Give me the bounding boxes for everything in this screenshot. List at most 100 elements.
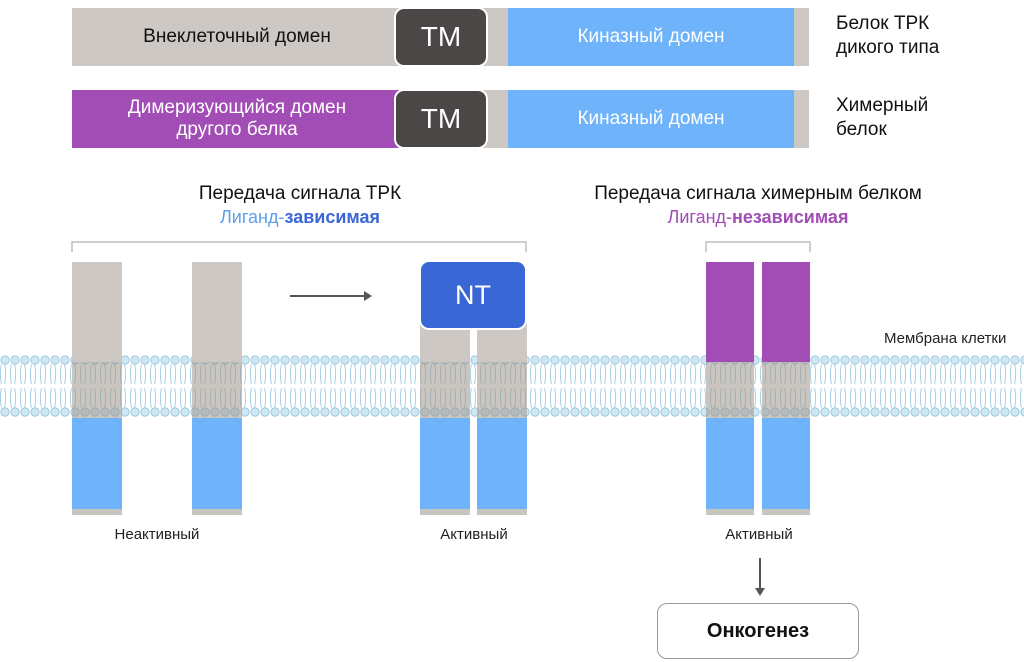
lipid-tail [994, 364, 997, 385]
lipid-tail [664, 387, 667, 408]
lipid-tail [529, 364, 532, 385]
lipid-head [870, 355, 880, 365]
lipid-tail [149, 364, 152, 385]
lipid-head [160, 407, 170, 417]
lipid-tail [529, 387, 532, 408]
lipid-tail [659, 364, 662, 385]
receptor-tail [706, 509, 754, 515]
lipid-tail [539, 387, 542, 408]
lipid-tail [344, 364, 347, 385]
wild-type-side-label-line2: дикого типа [836, 37, 940, 58]
lipid-tail [164, 387, 167, 408]
lipid-head [120, 407, 130, 417]
lipid-tail [819, 364, 822, 385]
lipid-tail [574, 364, 577, 385]
lipid-tail [604, 364, 607, 385]
wild-type-side-label-line1: Белок ТРК [836, 13, 930, 34]
lipid-head [40, 355, 50, 365]
lipid-head [1010, 355, 1020, 365]
lipid-head [290, 407, 300, 417]
lipid-tail [284, 387, 287, 408]
lipid-tail [269, 364, 272, 385]
lipid-tail [849, 387, 852, 408]
lipid-tail [159, 364, 162, 385]
lipid-tail [979, 364, 982, 385]
lipid-head [330, 407, 340, 417]
lipid-tail [174, 364, 177, 385]
lipid-tail [19, 387, 22, 408]
lipid-tail [179, 387, 182, 408]
lipid-tail [679, 387, 682, 408]
lipid-tail [404, 387, 407, 408]
lipid-tail [274, 364, 277, 385]
lipid-tail [249, 364, 252, 385]
chimeric-receptor-right [762, 262, 810, 515]
lipid-tail [279, 364, 282, 385]
lipid-tail [49, 364, 52, 385]
lipid-head [670, 407, 680, 417]
receptor-extracellular [72, 262, 122, 362]
lipid-head [60, 407, 70, 417]
lipid-tail [909, 364, 912, 385]
lipid-tail [54, 364, 57, 385]
lipid-tail [569, 364, 572, 385]
lipid-head [610, 407, 620, 417]
lipid-head [860, 355, 870, 365]
lipid-head [620, 407, 630, 417]
lipid-tail [579, 387, 582, 408]
lipid-tail [884, 387, 887, 408]
lipid-tail [994, 387, 997, 408]
lipid-tail [544, 364, 547, 385]
lipid-head [950, 407, 960, 417]
lipid-tail [649, 387, 652, 408]
lipid-tail [329, 387, 332, 408]
lipid-tail [184, 387, 187, 408]
lipid-tail [349, 364, 352, 385]
lipid-tail [844, 387, 847, 408]
wild-type-tail [794, 8, 809, 66]
lipid-tail [44, 364, 47, 385]
lipid-tail [299, 364, 302, 385]
receptor-kinase [477, 418, 527, 509]
lipid-tail [264, 364, 267, 385]
lipid-tail [1014, 387, 1017, 408]
lipid-head [630, 355, 640, 365]
left-subtitle-prefix: Лиганд- [219, 207, 285, 227]
lipid-tail [934, 364, 937, 385]
lipid-tail [184, 364, 187, 385]
dimerizing-domain: Димеризующийся домен другого белка [72, 90, 402, 148]
chimeric-tm-domain: TM [394, 89, 488, 149]
lipid-tail [644, 364, 647, 385]
lipid-tail [354, 364, 357, 385]
lipid-head [350, 407, 360, 417]
lipid-tail [374, 387, 377, 408]
lipid-head [60, 355, 70, 365]
lipid-head [140, 355, 150, 365]
lipid-head [850, 407, 860, 417]
lipid-head [0, 355, 10, 365]
lipid-tail [149, 387, 152, 408]
lipid-tail [189, 364, 192, 385]
lipid-tail [364, 387, 367, 408]
lipid-tail [259, 387, 262, 408]
lipid-head [300, 355, 310, 365]
chimeric-kinase-domain: Киназный домен [508, 90, 794, 148]
lipid-tail [394, 387, 397, 408]
lipid-head [130, 355, 140, 365]
lipid-tail [144, 364, 147, 385]
lipid-tail [29, 387, 32, 408]
membrane-label: Мембрана клетки [884, 330, 1007, 347]
lipid-tail [349, 387, 352, 408]
lipid-tail [254, 387, 257, 408]
lipid-head [550, 355, 560, 365]
lipid-tail [884, 364, 887, 385]
lipid-head [630, 407, 640, 417]
lipid-head [410, 407, 420, 417]
lipid-head [180, 407, 190, 417]
lipid-head [880, 355, 890, 365]
lipid-head [300, 407, 310, 417]
lipid-tail [864, 387, 867, 408]
lipid-head [840, 355, 850, 365]
lipid-tail [384, 364, 387, 385]
lipid-tail [4, 387, 7, 408]
